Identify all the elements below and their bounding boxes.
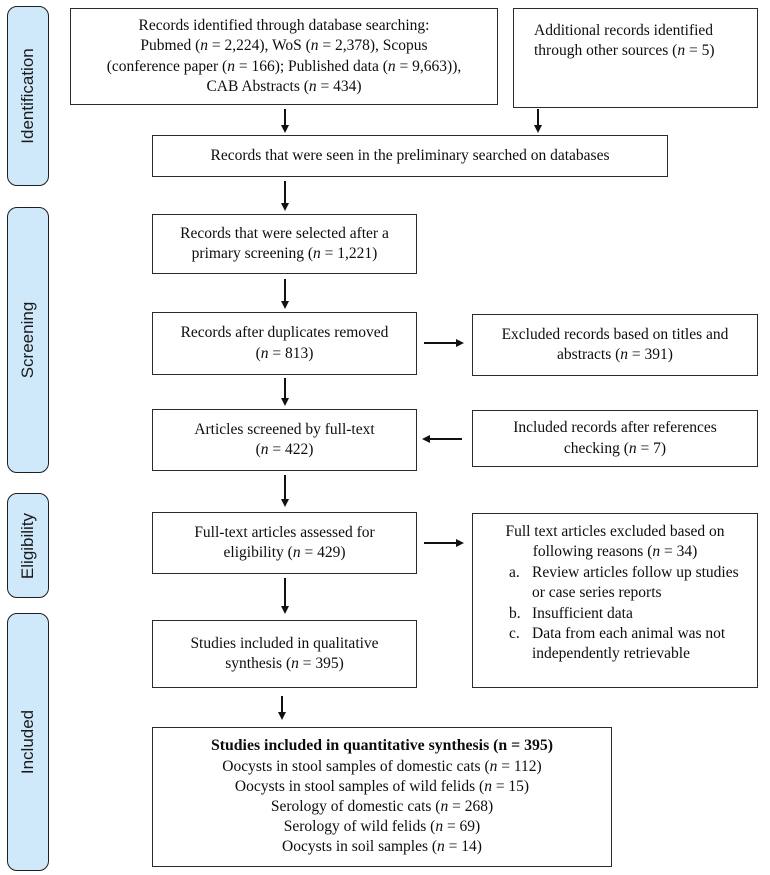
box-qualitative-line: Studies included in qualitative (190, 634, 379, 652)
stage-eligibility: Eligibility (7, 493, 49, 598)
box-included-references-line: Included records after references (513, 419, 717, 437)
box-quantitative-line: Oocysts in stool samples of domestic cat… (222, 757, 542, 775)
exclusion-reason-item: b. Insufficient data (509, 604, 747, 624)
box-quantitative-synthesis: Studies included in quantitative synthes… (152, 727, 612, 867)
exclusion-reason-text: Review articles follow up studies or cas… (532, 564, 739, 602)
exclusion-reason-item: a. Review articles follow up studies or … (509, 563, 747, 603)
box-qualitative-line: synthesis (n = 395) (225, 655, 344, 672)
arrow-preliminary-to-primary (284, 181, 286, 203)
box-fulltext-assessed-line: eligibility (n = 429) (223, 544, 346, 561)
stage-included-label: Included (18, 709, 37, 775)
box-database-searching-line: Records identified through database sear… (138, 17, 430, 35)
box-excluded-titles-line: abstracts (n = 391) (557, 346, 673, 363)
box-primary-screening-line: Records that were selected after a (180, 224, 389, 242)
box-duplicates-removed: Records after duplicates removed (n = 81… (152, 312, 417, 375)
box-quantitative-line: Oocysts in stool samples of wild felids … (234, 778, 530, 796)
exclusion-reason-list: a. Review articles follow up studies or … (509, 563, 747, 664)
box-additional-sources-line: Additional records identified (534, 22, 714, 39)
exclusion-reason-item: c. Data from each animal was not indepen… (509, 624, 747, 664)
arrow-fulltext-screen-to-eligibility (284, 475, 286, 499)
arrow-primary-to-duplicates (284, 279, 286, 301)
box-database-searching-line: CAB Abstracts (n = 434) (206, 77, 362, 95)
box-database-searching-line: Pubmed (n = 2,224), WoS (n = 2,378), Sco… (140, 37, 428, 55)
arrow-references-to-fulltext-screen (430, 438, 462, 440)
box-fulltext-excluded-line: Full text articles excluded based on (505, 523, 725, 540)
box-preliminary-search-line: Records that were seen in the preliminar… (210, 146, 610, 164)
exclusion-reason-text: Insufficient data (532, 604, 633, 622)
stage-identification: Identification (7, 6, 49, 186)
arrow-assessed-to-excluded-reasons (424, 542, 456, 544)
stage-screening-label: Screening (18, 301, 37, 379)
box-fulltext-screened: Articles screened by full-text (n = 422) (152, 409, 417, 471)
box-fulltext-screened-line: Articles screened by full-text (194, 420, 375, 438)
box-quantitative-title: Studies included in quantitative synthes… (210, 737, 554, 755)
box-fulltext-excluded-reasons: Full text articles excluded based on fol… (472, 513, 758, 688)
box-duplicates-removed-line: (n = 813) (255, 344, 314, 362)
box-fulltext-screened-line: (n = 422) (255, 441, 314, 458)
box-duplicates-removed-line: Records after duplicates removed (180, 324, 389, 342)
exclusion-reason-marker: c. (509, 624, 520, 642)
box-primary-screening: Records that were selected after a prima… (152, 214, 417, 274)
box-included-references-line: checking (n = 7) (563, 439, 667, 457)
box-quantitative-line: Serology of wild felids (n = 69) (283, 818, 481, 836)
arrow-qualitative-to-quantitative (281, 696, 283, 712)
arrow-assessed-to-qualitative (284, 578, 286, 606)
arrow-duplicates-to-excluded (424, 342, 456, 344)
box-database-searching-line: (conference paper (n = 166); Published d… (106, 57, 462, 75)
box-fulltext-assessed-line: Full-text articles assessed for (194, 523, 375, 541)
box-excluded-titles-line: Excluded records based on titles and (501, 325, 729, 343)
arrow-dbsearch-to-preliminary (284, 109, 286, 125)
exclusion-reason-text: Data from each animal was not independen… (532, 624, 726, 662)
box-preliminary-search: Records that were seen in the preliminar… (152, 135, 668, 177)
stage-included: Included (7, 613, 49, 871)
exclusion-reason-marker: b. (509, 604, 521, 622)
box-additional-sources-line: through other sources (n = 5) (534, 42, 715, 60)
box-quantitative-line: Oocysts in soil samples (n = 14) (282, 838, 482, 856)
stage-eligibility-label: Eligibility (18, 512, 37, 579)
box-fulltext-excluded-line: following reasons (n = 34) (532, 543, 698, 561)
box-additional-sources: Additional records identified through ot… (513, 8, 758, 108)
stage-identification-label: Identification (18, 48, 37, 144)
stage-screening: Screening (7, 207, 49, 473)
box-qualitative-synthesis: Studies included in qualitative synthesi… (152, 620, 417, 688)
arrow-additional-to-preliminary (537, 109, 539, 125)
box-excluded-titles-abstracts: Excluded records based on titles and abs… (472, 314, 758, 376)
box-included-references: Included records after references checki… (472, 410, 758, 467)
box-database-searching: Records identified through database sear… (70, 8, 498, 105)
arrow-duplicates-to-fulltext-screen (284, 378, 286, 398)
box-fulltext-assessed: Full-text articles assessed for eligibil… (152, 512, 417, 574)
box-quantitative-line: Serology of domestic cats (n = 268) (270, 798, 494, 816)
box-primary-screening-line: primary screening (n = 1,221) (191, 245, 378, 262)
exclusion-reason-marker: a. (509, 564, 520, 582)
